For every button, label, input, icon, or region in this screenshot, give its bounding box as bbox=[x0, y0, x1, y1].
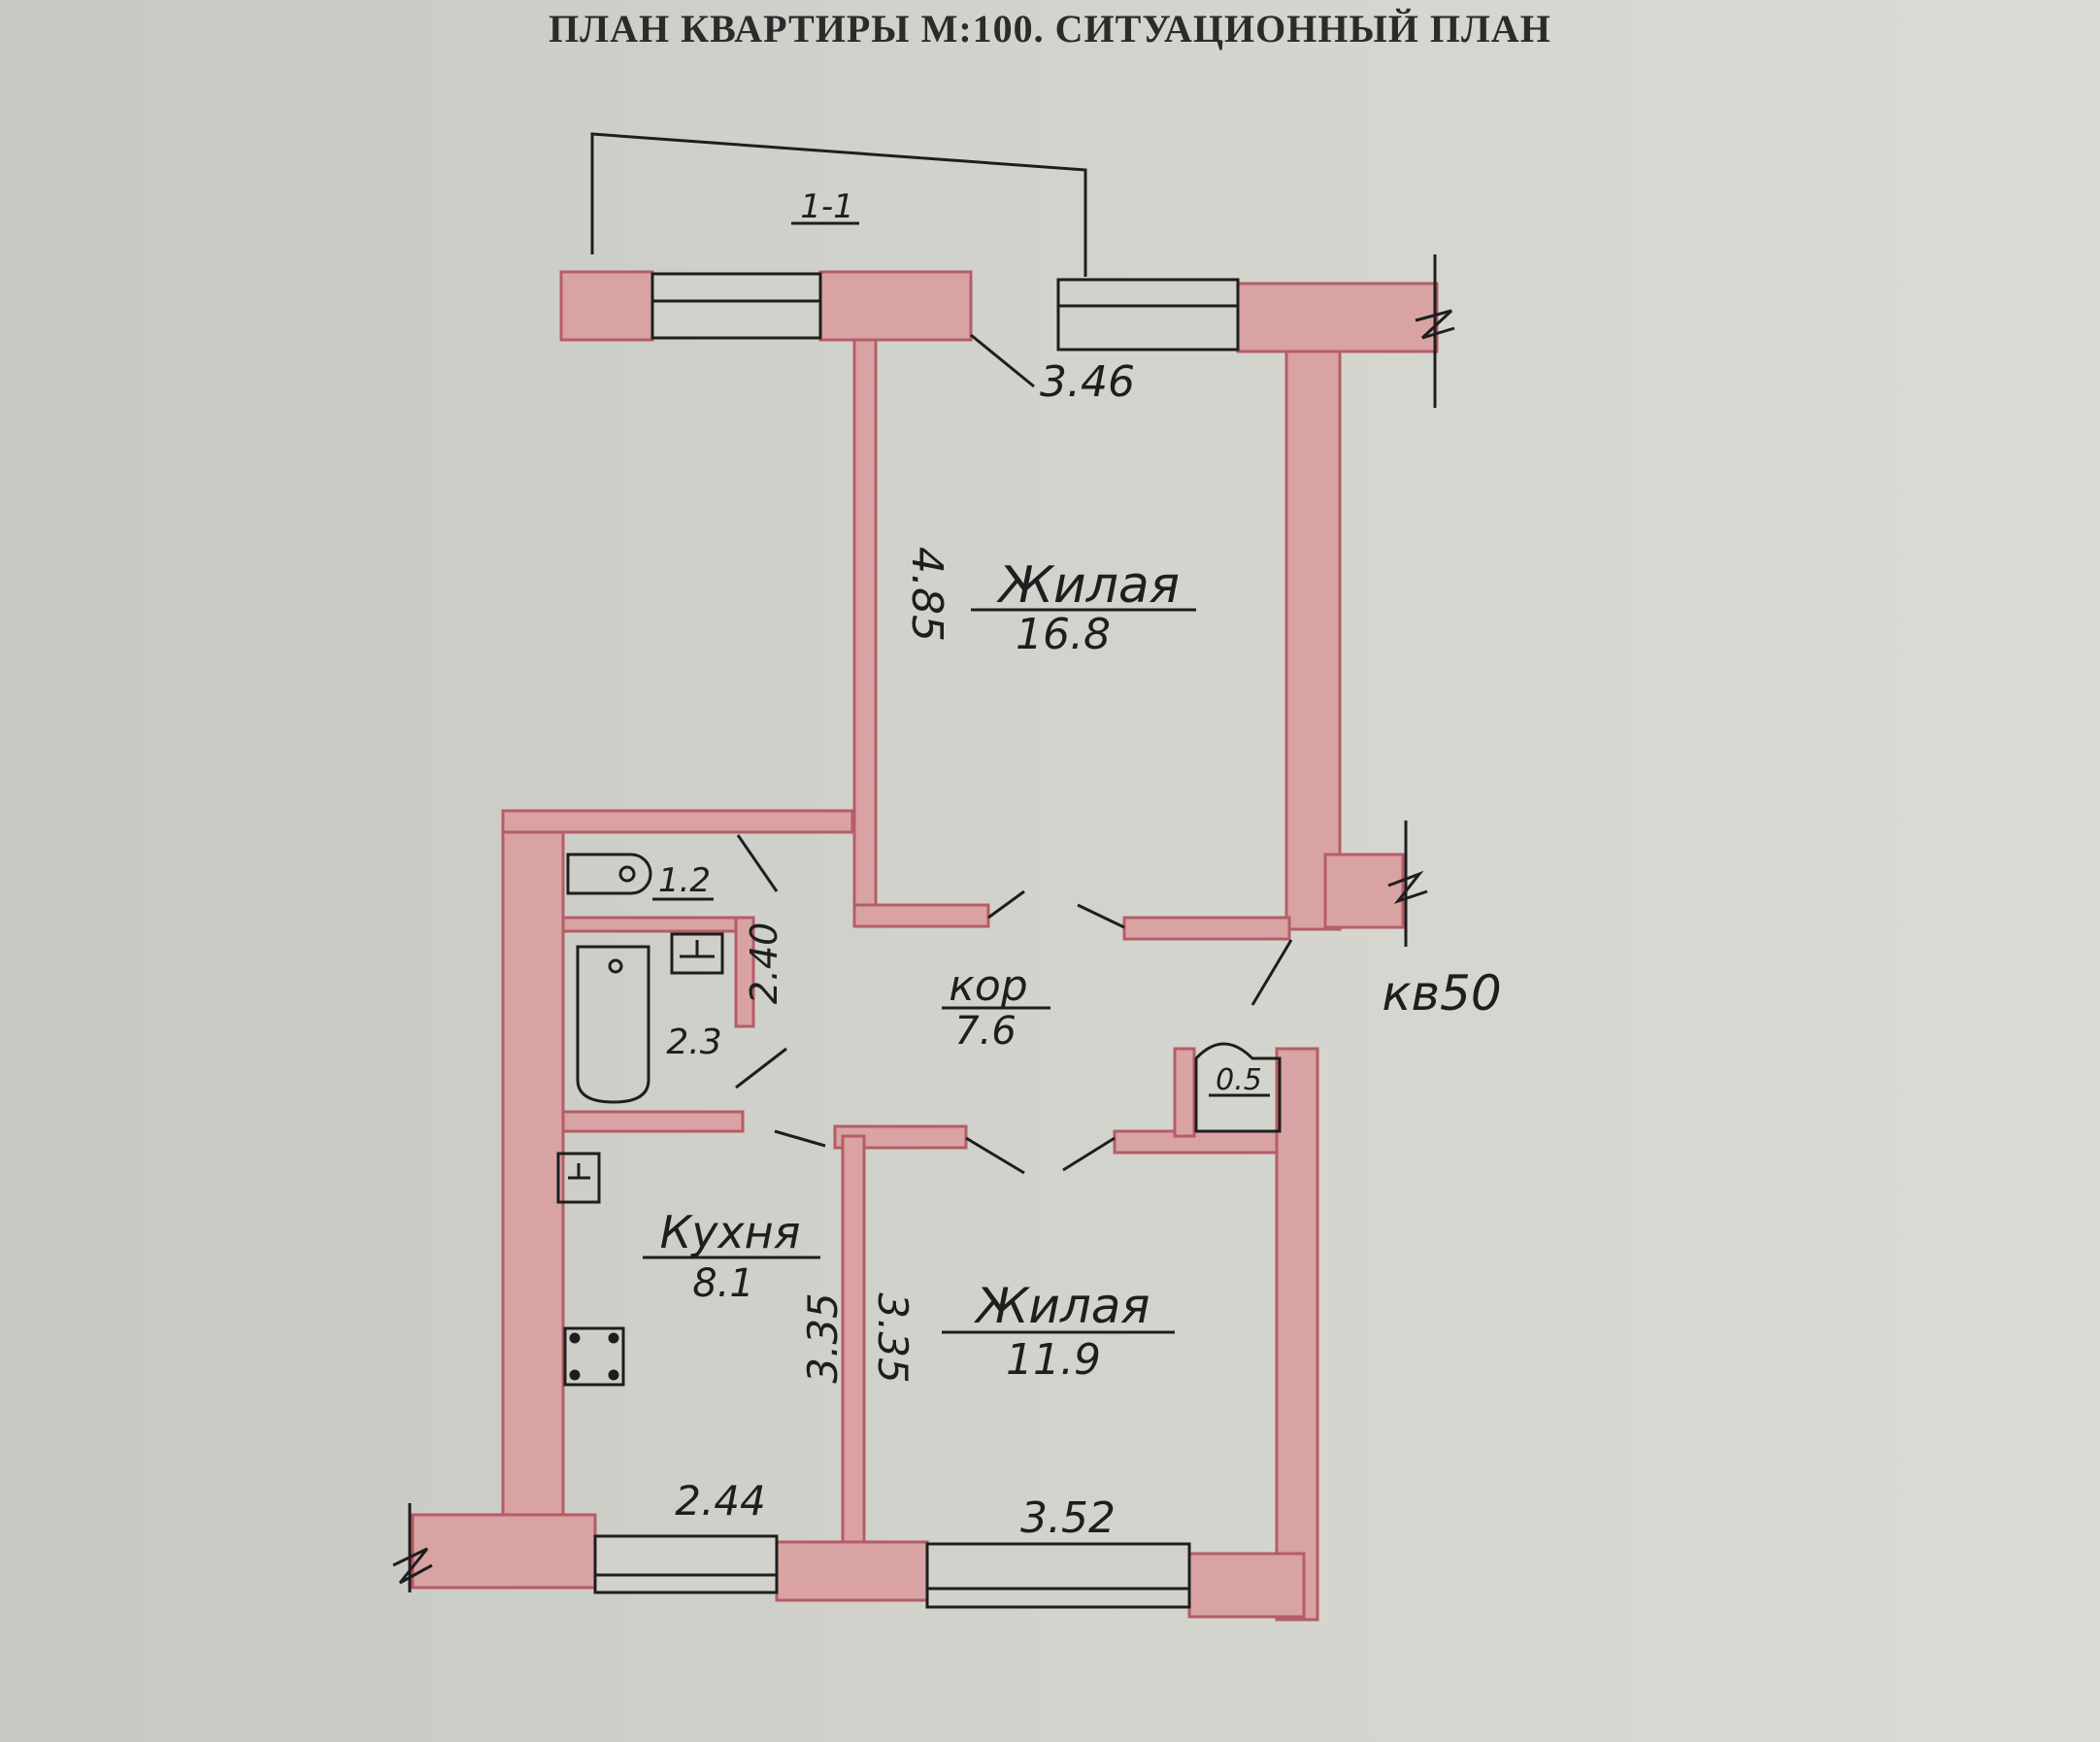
wall-top-left bbox=[559, 270, 654, 342]
living2-width: 3.52 bbox=[1020, 1493, 1116, 1543]
page-title: ПЛАН КВАРТИРЫ М:100. СИТУАЦИОННЫЙ ПЛАН bbox=[549, 7, 1551, 50]
doors bbox=[735, 333, 1293, 1175]
wall-living1-bottom-left bbox=[852, 903, 990, 928]
wall-right-lower bbox=[1275, 1047, 1319, 1622]
wall-bath-bottom bbox=[561, 1110, 745, 1133]
living1-area: 16.8 bbox=[1016, 610, 1111, 659]
living2-area: 11.9 bbox=[1006, 1335, 1101, 1385]
living1-length: 4.85 bbox=[902, 547, 951, 642]
balcony bbox=[590, 132, 1087, 277]
wall-right-stub bbox=[1323, 853, 1405, 929]
wall-living1-left bbox=[852, 338, 878, 920]
wc-area: 1.2 bbox=[658, 861, 711, 900]
corridor-name: кор bbox=[949, 961, 1027, 1011]
sink-icon bbox=[670, 932, 724, 975]
wall-kitchen-top bbox=[833, 1124, 968, 1150]
kitchen-area: 8.1 bbox=[692, 1261, 754, 1306]
kitchen-name: Кухня bbox=[660, 1206, 801, 1258]
apartment-code: кв50 bbox=[1382, 965, 1501, 1022]
kitchen-sink-icon bbox=[556, 1152, 601, 1204]
wall-living2-top bbox=[1113, 1129, 1282, 1155]
wall-bottom-mid bbox=[775, 1540, 929, 1602]
windows bbox=[593, 272, 1240, 1609]
wall-wc-bath bbox=[561, 916, 745, 933]
wall-bottom-left bbox=[411, 1513, 597, 1590]
wall-bath-right bbox=[734, 916, 755, 1028]
living1-name: Жилая bbox=[996, 556, 1180, 615]
walls bbox=[411, 270, 1439, 1622]
wall-top-mid bbox=[818, 270, 973, 342]
window-living2 bbox=[925, 1542, 1191, 1609]
pantry-outline bbox=[1194, 1042, 1282, 1133]
wall-living1-bottom-right bbox=[1122, 916, 1291, 941]
balcony-label: 1-1 bbox=[800, 187, 854, 226]
pantry-area: 0.5 bbox=[1216, 1063, 1262, 1097]
living1-width: 3.46 bbox=[1040, 357, 1135, 407]
kitchen-width: 2.44 bbox=[675, 1477, 766, 1524]
wall-pantry-left bbox=[1173, 1047, 1196, 1138]
wall-left bbox=[501, 809, 565, 1541]
labels: 1-1 3.46 Жилая 16.8 4.85 1.2 2.3 2.40 ко… bbox=[643, 187, 1502, 1543]
wall-top-right bbox=[1236, 282, 1439, 353]
toilet-icon bbox=[566, 853, 652, 895]
corridor-area: 7.6 bbox=[954, 1009, 1017, 1054]
bath-length: 2.40 bbox=[743, 922, 785, 1005]
stove-icon bbox=[563, 1326, 625, 1387]
window-balcony-left bbox=[650, 272, 822, 340]
bath-area: 2.3 bbox=[666, 1022, 721, 1062]
wall-right-upper bbox=[1284, 350, 1342, 931]
wall-bottom-right bbox=[1187, 1552, 1306, 1619]
living2-name: Жилая bbox=[973, 1278, 1150, 1334]
window-living1 bbox=[1056, 278, 1240, 352]
bathtub-icon bbox=[576, 945, 650, 1104]
kitchen-length: 3.35 bbox=[799, 1292, 847, 1384]
window-kitchen bbox=[593, 1534, 779, 1594]
fixtures bbox=[392, 254, 1455, 1592]
living2-length: 3.35 bbox=[869, 1292, 917, 1384]
break-marks bbox=[392, 254, 1455, 1592]
wall-wet-top bbox=[501, 809, 854, 834]
